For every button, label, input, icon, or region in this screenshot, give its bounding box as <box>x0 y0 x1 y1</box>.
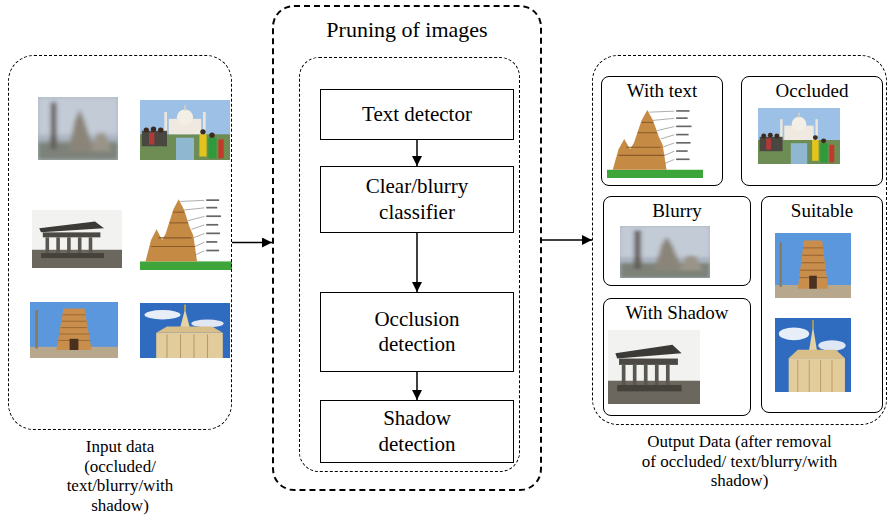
category-label: With text <box>608 80 716 103</box>
group-label: Input data (occluded/ text/blurry/with s… <box>60 437 180 515</box>
category-label: Blurry <box>610 200 744 223</box>
annotated-photo <box>140 195 232 270</box>
suitable-photo <box>775 233 851 298</box>
category-box: With Shadow <box>603 298 751 416</box>
group-label: Output Data (after removal of occluded/ … <box>640 432 840 491</box>
occluded-photo <box>758 108 840 164</box>
category-label: Suitable <box>768 200 876 223</box>
category-label: With Shadow <box>610 302 744 325</box>
group-label: Pruning of images <box>274 17 540 43</box>
occluded-photo <box>140 100 230 160</box>
annotated-photo <box>607 106 703 178</box>
category-box: Blurry <box>603 196 751 286</box>
flow-arrow <box>232 242 272 244</box>
shadowed-photo <box>32 210 122 268</box>
category-box: Suitable <box>761 196 883 413</box>
flow-arrow <box>416 140 418 166</box>
flow-arrow <box>416 372 418 400</box>
process-box: Shadow detection <box>320 400 514 463</box>
suitable-photo <box>30 302 118 358</box>
shadowed-photo <box>608 330 700 404</box>
process-label: Shadow detection <box>350 406 485 456</box>
process-label: Text detector <box>362 102 472 127</box>
blurry-photo <box>38 97 118 160</box>
category-box: Occluded <box>741 76 883 186</box>
category-box: With text <box>601 76 723 186</box>
connectors <box>232 140 592 400</box>
pipeline-group: Text detectorClear/blurry classifierOccl… <box>272 5 542 491</box>
suitable-photo <box>775 318 851 392</box>
blurry-photo <box>620 226 710 278</box>
process-box: Text detector <box>320 89 514 140</box>
process-box: Occlusion detection <box>320 292 514 372</box>
process-label: Clear/blurry classifier <box>350 174 485 224</box>
suitable-photo <box>140 303 230 358</box>
category-label: Occluded <box>748 80 876 103</box>
flow-arrow <box>542 239 592 241</box>
flow-arrow <box>416 233 418 292</box>
process-label: Occlusion detection <box>350 307 485 357</box>
output-group: With text OccludedBlurry SuitableWith Shad… <box>592 55 887 425</box>
input-group: Input data (occluded/ text/blurry/with s… <box>8 55 232 430</box>
process-box: Clear/blurry classifier <box>320 166 514 233</box>
